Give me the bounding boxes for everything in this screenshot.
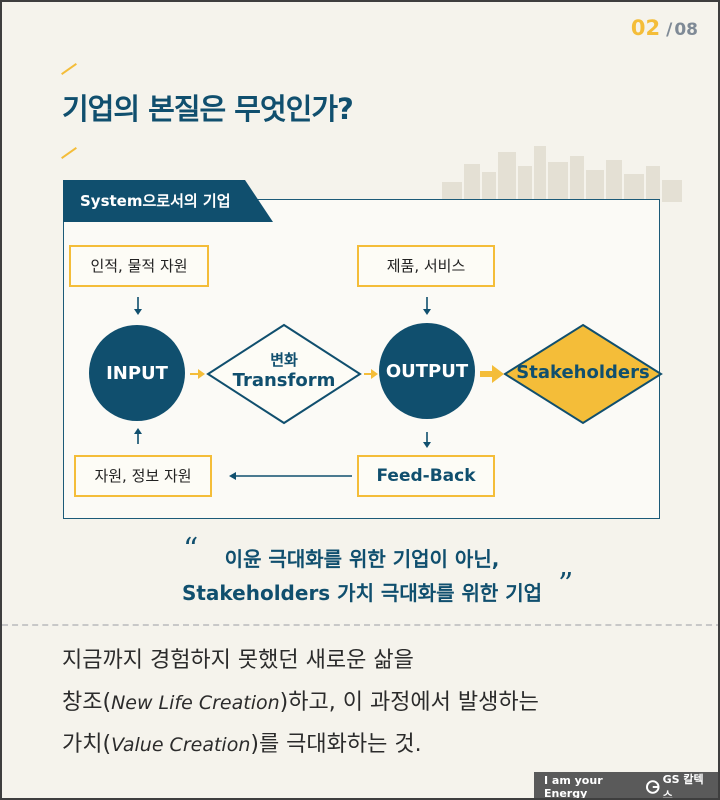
products-label: 제품, 서비스	[386, 257, 466, 275]
stakeholders-diamond	[503, 323, 663, 425]
body-line-2-italic: New Life Creation	[111, 692, 280, 714]
dashed-divider	[2, 624, 718, 626]
input-resources-box: 인적, 물적 자원	[69, 245, 209, 287]
body-line-2-b: )하고, 이 과정에서 발생하는	[279, 690, 539, 715]
input-resources-label: 인적, 물적 자원	[90, 257, 188, 275]
page-separator: /	[666, 20, 673, 40]
transform-diamond	[206, 323, 362, 425]
transform-label-ko: 변화	[270, 351, 298, 369]
input-circle: INPUT	[89, 325, 185, 421]
total-pages: 08	[674, 20, 698, 40]
body-line-3-a: 가치(	[62, 732, 112, 757]
transform-label: 변화 Transform	[208, 349, 360, 391]
close-quote-mark: ”	[558, 567, 574, 602]
brand-name: GS 칼텍스	[662, 773, 704, 800]
open-quote-mark: “	[183, 532, 199, 567]
brand-logo: GS 칼텍스	[646, 771, 712, 800]
body-line-3-b: )를 극대화하는 것.	[250, 732, 422, 757]
footer-brand-bar: I am your Energy GS 칼텍스	[534, 771, 718, 800]
feedback-box: Feed-Back	[357, 455, 495, 497]
body-line-3-italic: Value Creation	[111, 734, 251, 756]
body-text: 지금까지 경험하지 못했던 새로운 삶을 창조(New Life Creatio…	[62, 640, 539, 766]
return-resources-label: 자원, 정보 자원	[94, 467, 192, 485]
diagram-connectors	[134, 297, 663, 480]
stakeholders-label: Stakeholders	[516, 362, 650, 383]
products-box: 제품, 서비스	[357, 245, 495, 287]
input-label: INPUT	[106, 362, 168, 384]
output-circle: OUTPUT	[379, 323, 475, 419]
quote-line-2: Stakeholders 가치 극대화를 위한 기업	[181, 581, 543, 605]
page-indicator: 02/08	[631, 16, 698, 40]
quote-line-1: 이윤 극대화를 위한 기업이 아닌,	[224, 547, 500, 571]
output-label: OUTPUT	[385, 360, 469, 382]
return-resources-box: 자원, 정보 자원	[74, 455, 212, 497]
page-title: 기업의 본질은 무엇인가?	[62, 92, 354, 126]
body-line-2: 창조(New Life Creation)하고, 이 과정에서 발생하는	[62, 682, 539, 724]
body-line-2-a: 창조(	[62, 690, 112, 715]
body-line-1: 지금까지 경험하지 못했던 새로운 삶을	[62, 648, 414, 673]
current-page: 02	[630, 16, 661, 40]
footer-slogan: I am your Energy	[544, 774, 603, 800]
city-skyline-icon	[442, 146, 682, 202]
feedback-label: Feed-Back	[376, 466, 476, 486]
gs-logo-icon	[646, 780, 660, 794]
diagram-tab: System으로서의 기업	[63, 180, 273, 222]
body-line-3: 가치(Value Creation)를 극대화하는 것.	[62, 724, 539, 766]
transform-label-en: Transform	[232, 370, 336, 391]
quote-block: 이윤 극대화를 위한 기업이 아닌, Stakeholders 가치 극대화를 …	[2, 542, 718, 610]
